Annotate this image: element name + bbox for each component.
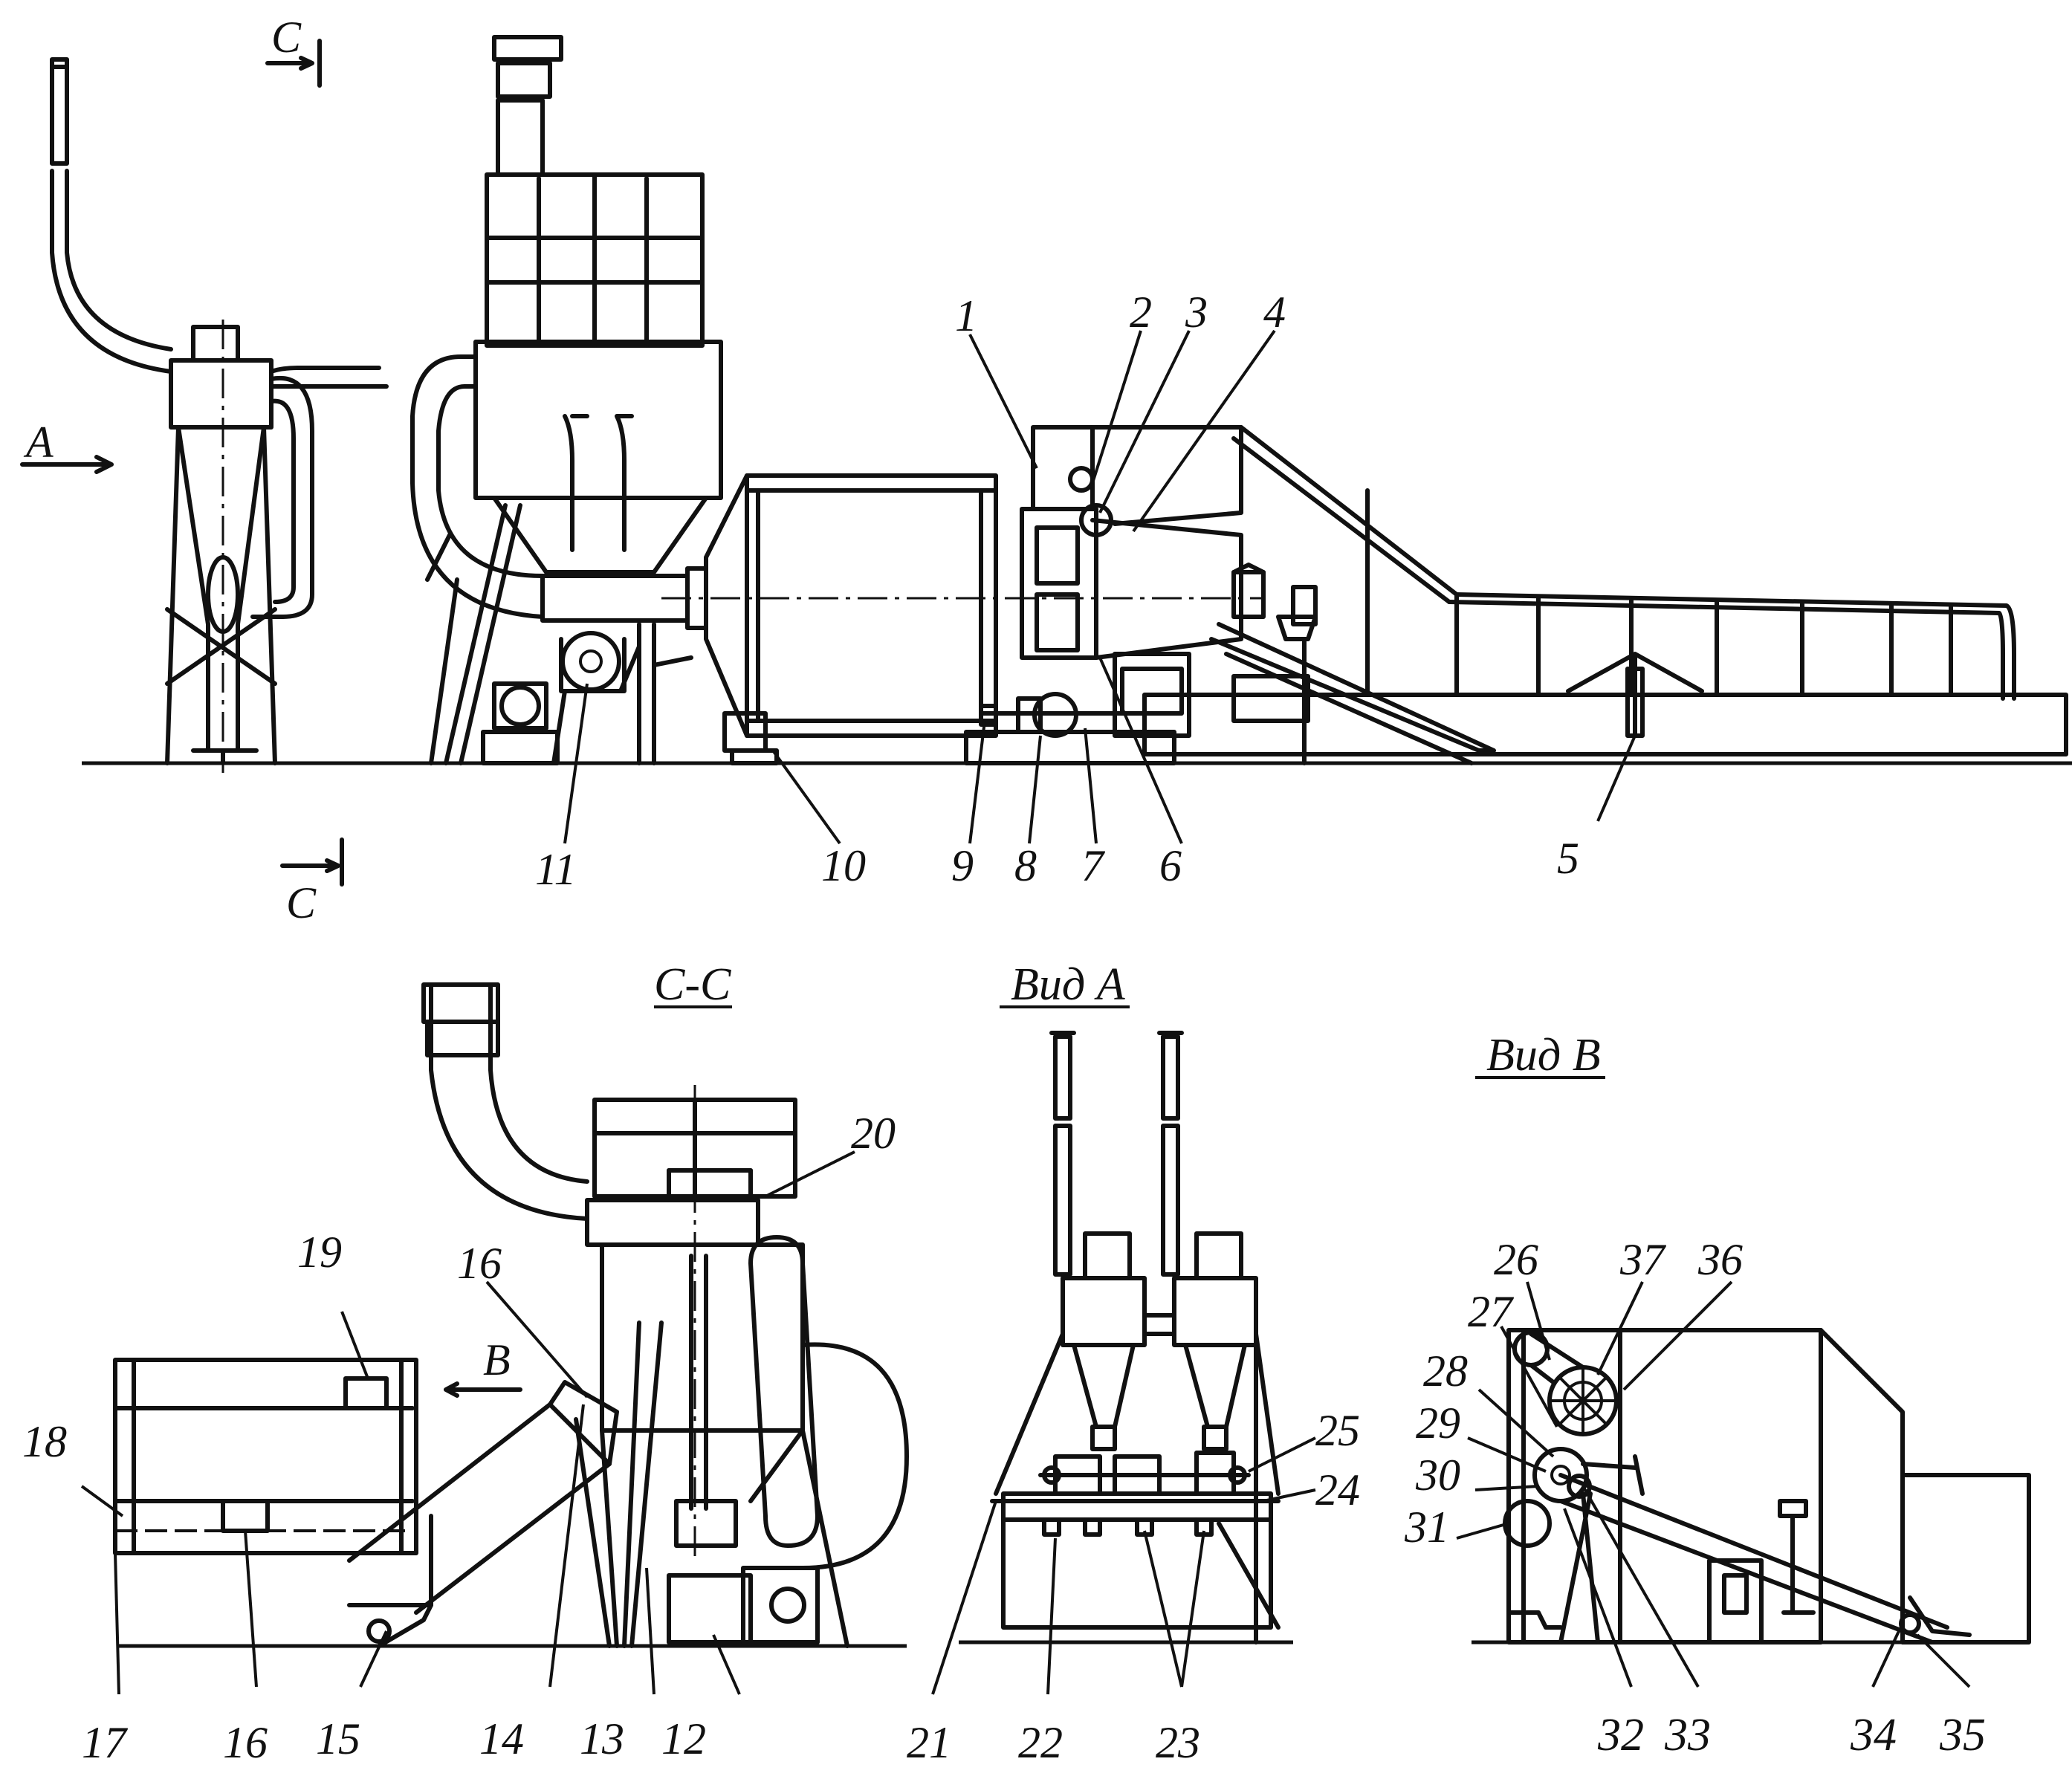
label-7: 7 bbox=[1081, 841, 1106, 890]
label-35: 35 bbox=[1939, 1710, 1986, 1760]
label-1: 1 bbox=[955, 291, 977, 340]
label-2: 2 bbox=[1130, 288, 1152, 337]
label-10: 10 bbox=[821, 841, 866, 890]
label-26: 26 bbox=[1494, 1235, 1538, 1284]
label-36: 36 bbox=[1697, 1235, 1743, 1284]
label-30: 30 bbox=[1415, 1451, 1460, 1500]
label-21: 21 bbox=[907, 1718, 951, 1767]
label-18: 18 bbox=[22, 1417, 67, 1466]
label-28: 28 bbox=[1423, 1347, 1468, 1396]
label-4: 4 bbox=[1263, 288, 1286, 337]
label-5: 5 bbox=[1557, 834, 1579, 883]
label-17: 17 bbox=[82, 1718, 129, 1767]
title-view-b: Вид В bbox=[1486, 1030, 1601, 1080]
discharge-head bbox=[1020, 425, 2068, 765]
label-37: 37 bbox=[1619, 1235, 1667, 1284]
title-view-a: Вид А bbox=[1011, 959, 1126, 1010]
label-27: 27 bbox=[1468, 1287, 1515, 1336]
cyclone-unit bbox=[50, 57, 389, 773]
label-6: 6 bbox=[1159, 841, 1182, 890]
label-12: 12 bbox=[661, 1714, 706, 1763]
label-11: 11 bbox=[535, 845, 577, 894]
main-elevation-view bbox=[20, 35, 2072, 887]
label-19: 19 bbox=[297, 1228, 342, 1277]
filter-unit bbox=[410, 35, 723, 765]
label-3: 3 bbox=[1185, 288, 1208, 337]
section-cc-view bbox=[113, 982, 909, 1648]
view-b bbox=[1472, 1328, 2031, 1644]
label-8: 8 bbox=[1014, 841, 1037, 890]
marker-c-bottom: C bbox=[286, 878, 317, 927]
marker-b: B bbox=[483, 1335, 511, 1384]
label-24: 24 bbox=[1315, 1465, 1360, 1514]
title-section-cc: C-C bbox=[654, 959, 731, 1010]
label-32: 32 bbox=[1597, 1710, 1644, 1760]
callout-labels: 1 2 3 4 5 6 7 8 9 10 11 12 13 14 15 16 1… bbox=[22, 13, 1986, 1767]
marker-a: A bbox=[23, 418, 54, 467]
label-13: 13 bbox=[580, 1714, 624, 1763]
label-34: 34 bbox=[1850, 1710, 1897, 1760]
label-31: 31 bbox=[1404, 1503, 1449, 1552]
label-22: 22 bbox=[1018, 1718, 1063, 1767]
section-markers bbox=[20, 39, 344, 887]
label-15: 15 bbox=[316, 1714, 360, 1763]
label-29: 29 bbox=[1416, 1399, 1460, 1448]
marker-c-top: C bbox=[271, 13, 302, 62]
label-23: 23 bbox=[1156, 1718, 1200, 1767]
label-16b: 16 bbox=[457, 1239, 502, 1288]
label-20: 20 bbox=[851, 1109, 896, 1158]
view-a bbox=[959, 1031, 1293, 1644]
leader-lines bbox=[80, 329, 1971, 1695]
label-25: 25 bbox=[1315, 1406, 1360, 1455]
label-33: 33 bbox=[1664, 1710, 1711, 1760]
rotary-drum bbox=[661, 473, 1263, 765]
label-16: 16 bbox=[223, 1718, 268, 1767]
label-9: 9 bbox=[951, 841, 974, 890]
label-14: 14 bbox=[479, 1714, 524, 1763]
